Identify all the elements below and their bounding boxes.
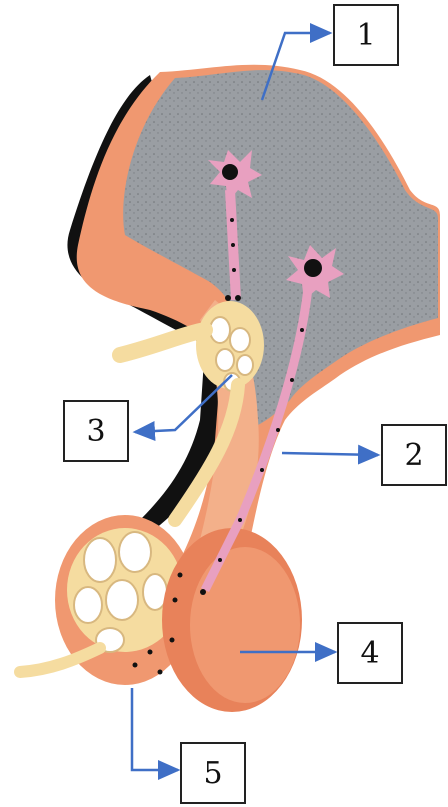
label-1-text: 1	[356, 18, 375, 53]
label-2-text: 2	[404, 438, 423, 473]
label-3-text: 3	[86, 414, 105, 449]
label-5-text: 5	[203, 756, 222, 791]
hypothalamus	[123, 70, 438, 425]
label-box-3: 3	[63, 400, 129, 462]
leader-line-5	[132, 688, 178, 770]
label-box-2: 2	[381, 424, 447, 486]
label-box-1: 1	[333, 4, 399, 66]
superior-hypophyseal-artery	[120, 330, 205, 355]
label-box-5: 5	[180, 742, 246, 804]
label-4-text: 4	[360, 636, 379, 671]
posterior-pituitary-highlight	[190, 547, 300, 703]
label-box-4: 4	[337, 622, 403, 684]
leader-line-2	[282, 453, 378, 455]
